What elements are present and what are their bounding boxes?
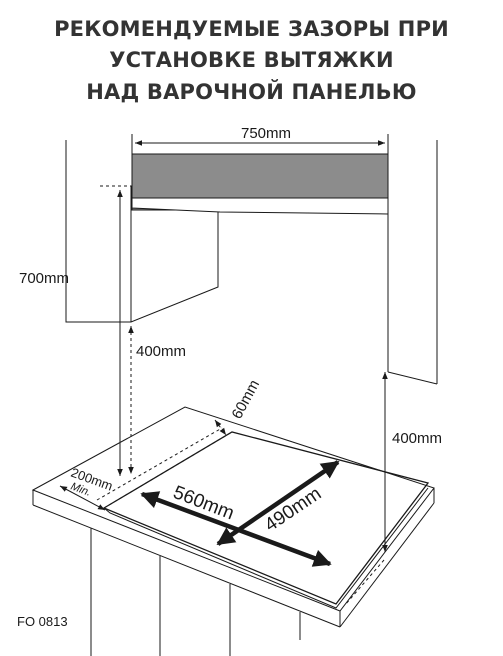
right-wall-cabinet (387, 140, 438, 385)
figure-code: FO 0813 (17, 614, 68, 629)
title-line-2: УСТАНОВКЕ ВЫТЯЖКИ (109, 48, 394, 72)
hood-width-label: 750mm (241, 125, 291, 142)
worktop (31, 406, 435, 656)
cabinet-height-label: 700mm (19, 270, 69, 287)
cabinet-height-dimension (100, 185, 131, 476)
hood-width-dimension (131, 134, 389, 156)
back-gap-dimension (214, 419, 227, 436)
back-gap-label: 60mm (229, 377, 264, 422)
clearance-guides (96, 427, 385, 606)
right-clearance-label: 400mm (392, 430, 442, 447)
title-line-1: РЕКОМЕНДУЕМЫЕ ЗАЗОРЫ ПРИ (54, 17, 449, 41)
hob-width-dimension (216, 460, 340, 546)
cooker-hood (131, 153, 389, 215)
side-gap-dimension (59, 485, 106, 511)
left-clearance-label: 400mm (136, 343, 186, 360)
title-line-3: НАД ВАРОЧНОЙ ПАНЕЛЬЮ (86, 80, 417, 104)
right-clearance-dimension (382, 214, 389, 552)
